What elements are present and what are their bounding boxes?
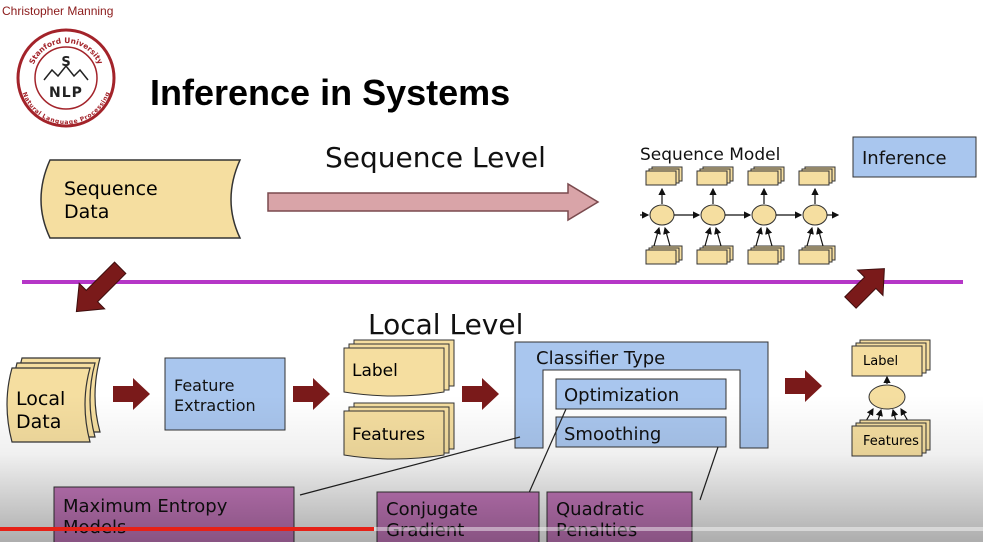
callout-line-maxent — [299, 436, 521, 496]
mountain-icon — [43, 64, 89, 81]
local-level-label: Local Level — [368, 308, 523, 341]
label-stack-text: Label — [352, 361, 398, 381]
feature-extraction-line2: Extraction — [174, 396, 256, 415]
smoothing-label: Smoothing — [564, 424, 661, 445]
callout-line-quadratic — [699, 446, 719, 501]
stanford-nlp-logo: Stanford University Natural Language Pro… — [16, 28, 116, 128]
sequence-level-arrow — [267, 182, 600, 222]
small-features-text: Features — [863, 434, 919, 449]
seq-feature-node — [696, 249, 728, 265]
sequence-level-label: Sequence Level — [325, 141, 546, 174]
seq-feature-node — [747, 249, 779, 265]
video-progress-bar[interactable] — [0, 527, 983, 531]
small-local-model: Label Features — [851, 339, 931, 457]
seq-label-node — [696, 170, 728, 186]
local-data-line2: Data — [16, 411, 61, 433]
feature-extraction-box: Feature Extraction — [164, 357, 286, 431]
small-label-text: Label — [863, 354, 898, 369]
seq-label-node — [645, 170, 677, 186]
inference-box: Inference — [852, 136, 977, 178]
author-name: Christopher Manning — [2, 4, 113, 18]
maximum-entropy-box: Maximum Entropy Models — [53, 486, 295, 542]
logo-letter-s: S — [61, 55, 70, 70]
slide-title: Inference in Systems — [150, 72, 510, 113]
features-stack: Features — [343, 402, 455, 460]
quadratic-line2: Penalties — [556, 520, 637, 541]
sequence-data-line1: Sequence — [64, 178, 158, 200]
seq-state-node — [751, 204, 777, 226]
logo-letters-nlp: NLP — [49, 85, 83, 101]
sequence-data-line2: Data — [64, 201, 109, 223]
arrow-to-feature-extraction — [113, 378, 150, 410]
label-stack: Label — [343, 339, 455, 397]
seq-feature-node — [798, 249, 830, 265]
conjugate-gradient-box: Conjugate Gradient — [376, 491, 540, 542]
seq-feature-node — [645, 249, 677, 265]
conjugate-line2: Gradient — [386, 520, 464, 541]
arrow-to-small-model — [785, 370, 822, 402]
arrow-to-label-features — [293, 378, 330, 410]
up-right-arrow — [844, 268, 885, 309]
sequence-model-label: Sequence Model — [640, 145, 780, 165]
seq-label-node — [747, 170, 779, 186]
local-data-doc: Local Data — [6, 357, 101, 443]
seq-state-node — [700, 204, 726, 226]
classifier-type-block: Classifier Type Optimization Smoothing — [514, 341, 769, 449]
optimization-box — [555, 378, 727, 410]
arrow-to-classifier — [462, 378, 499, 410]
seq-label-node — [798, 170, 830, 186]
sequence-data-doc: Sequence Data — [40, 159, 242, 239]
feature-extraction-line1: Feature — [174, 376, 234, 395]
maxent-line1: Maximum Entropy — [63, 496, 228, 517]
conjugate-line1: Conjugate — [386, 499, 478, 520]
callout-line-conjugate — [527, 408, 567, 496]
optimization-label: Optimization — [564, 385, 679, 406]
features-stack-text: Features — [352, 425, 425, 445]
quadratic-penalties-box: Quadratic Penalties — [546, 491, 693, 542]
quadratic-line1: Quadratic — [556, 499, 644, 520]
inference-label: Inference — [862, 148, 947, 169]
seq-state-node — [649, 204, 675, 226]
seq-state-node — [802, 204, 828, 226]
classifier-type-label: Classifier Type — [536, 348, 665, 369]
local-data-line1: Local — [16, 388, 65, 410]
video-progress-played — [0, 527, 374, 531]
down-left-arrow — [75, 261, 127, 313]
sequence-model-diagram — [640, 166, 840, 265]
